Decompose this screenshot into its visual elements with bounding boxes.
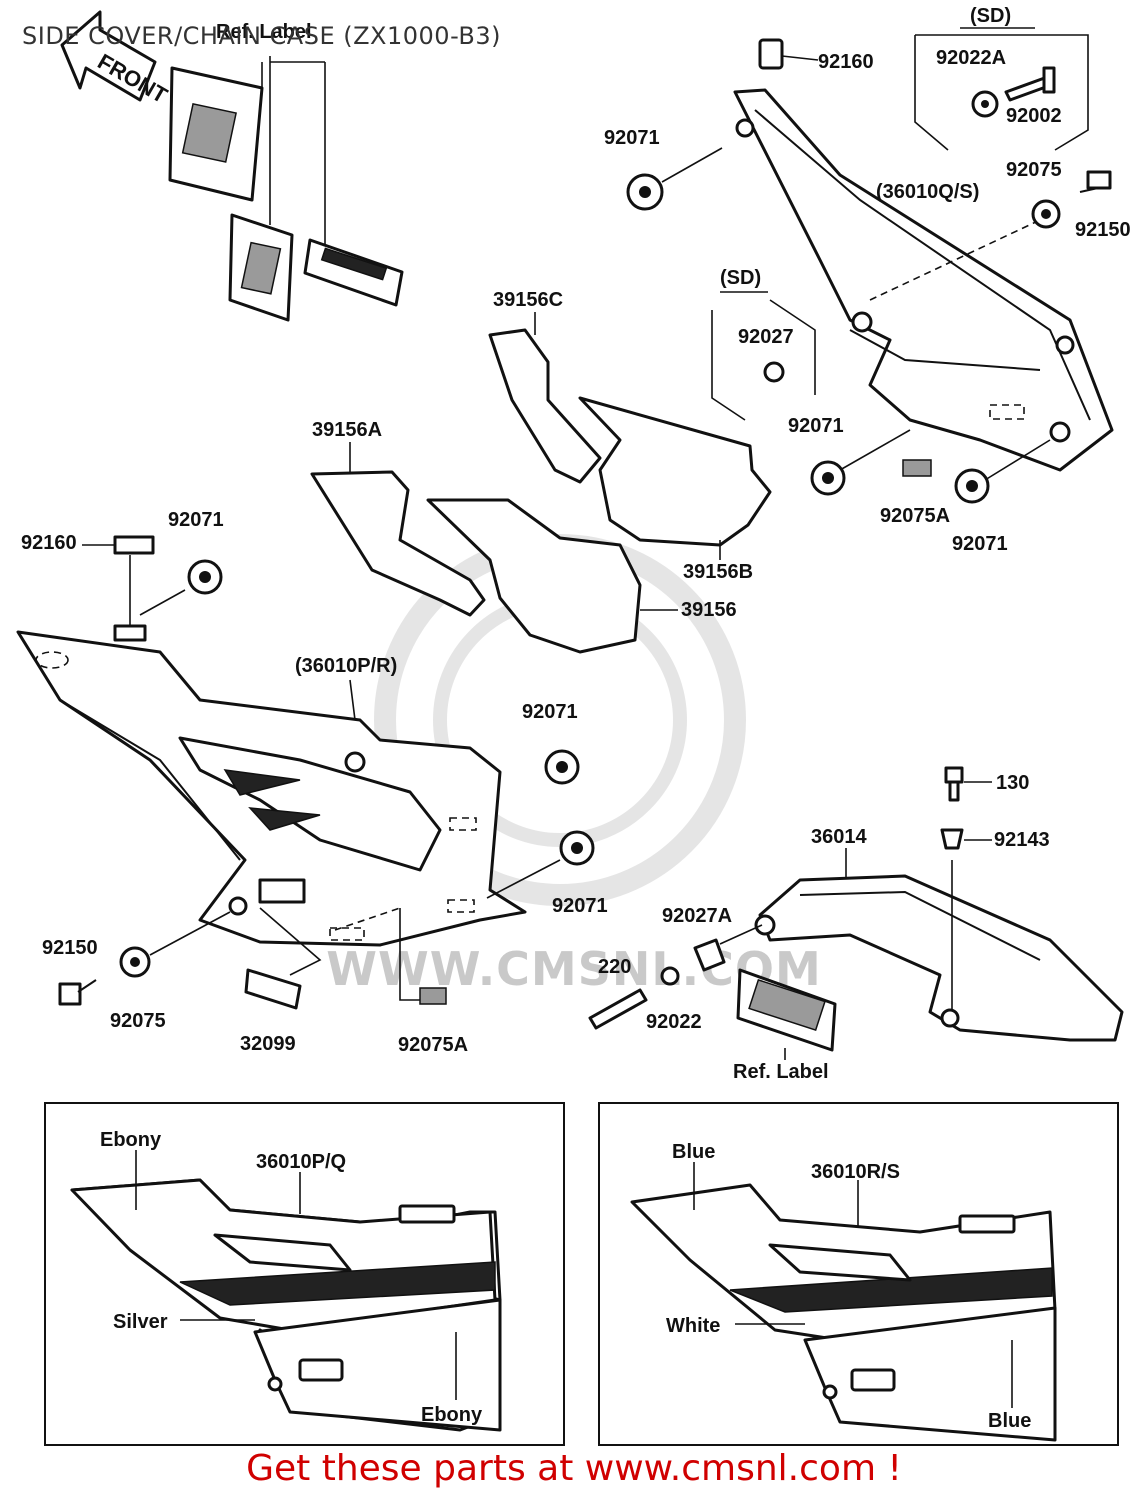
part-92075a-top: 92075A xyxy=(880,505,950,527)
inset-left-color-bottom: Ebony xyxy=(421,1404,483,1426)
side-cover-left-part xyxy=(16,535,561,1001)
part-36014: 36014 xyxy=(811,826,867,848)
part-92150-top: 92150 xyxy=(1075,219,1131,241)
inset-right-part-no: 36010R/S xyxy=(811,1161,900,1183)
part-92022: 92022 xyxy=(646,1011,702,1033)
part-92027: 92027 xyxy=(738,326,794,348)
ref-label-top: Ref. Label xyxy=(216,21,312,43)
part-92022a: 92022A xyxy=(936,47,1006,69)
inset-left-color-top: Ebony xyxy=(100,1129,162,1151)
part-92075a-bottom: 92075A xyxy=(398,1034,468,1056)
diagram-title: SIDE COVER/CHAIN CASE (ZX1000-B3) xyxy=(22,22,501,50)
part-92075-bottom: 92075 xyxy=(110,1010,166,1032)
inset-right-color-bottom: Blue xyxy=(988,1410,1031,1432)
part-92071-d: 92071 xyxy=(168,509,224,531)
color-inset-right xyxy=(598,1102,1119,1446)
footer-link[interactable]: Get these parts at www.cmsnl.com ! xyxy=(246,1448,902,1489)
part-92071-c: 92071 xyxy=(952,533,1008,555)
color-inset-left xyxy=(44,1102,565,1446)
ref-label-bottom: Ref. Label xyxy=(733,1061,829,1083)
part-92143: 92143 xyxy=(994,829,1050,851)
inset-right-color-top: Blue xyxy=(672,1141,715,1163)
part-92071-a: 92071 xyxy=(604,127,660,149)
ref-label-decals xyxy=(168,56,404,322)
part-92071-e: 92071 xyxy=(522,701,578,723)
part-92160-top: 92160 xyxy=(818,51,874,73)
side-cover-right-part xyxy=(661,38,1114,481)
inset-left-color-mid: Silver xyxy=(113,1311,168,1333)
part-92075-top: 92075 xyxy=(1006,159,1062,181)
part-39156c: 39156C xyxy=(493,289,563,311)
part-39156: 39156 xyxy=(681,599,737,621)
sd-label-1: (SD) xyxy=(970,5,1011,27)
inset-right-color-mid: White xyxy=(666,1315,720,1337)
part-220: 220 xyxy=(598,956,631,978)
chain-guard-part xyxy=(588,766,1124,1060)
part-36010pr: (36010P/R) xyxy=(295,655,397,677)
sd-bolt-group xyxy=(914,27,1089,151)
part-130: 130 xyxy=(996,772,1029,794)
part-32099: 32099 xyxy=(240,1033,296,1055)
part-92150-bottom: 92150 xyxy=(42,937,98,959)
part-39156b: 39156B xyxy=(683,561,753,583)
inset-left-part-no: 36010P/Q xyxy=(256,1151,346,1173)
part-92160-left: 92160 xyxy=(21,532,77,554)
pads-group xyxy=(310,328,772,654)
part-92071-f: 92071 xyxy=(552,895,608,917)
part-36010qs: (36010Q/S) xyxy=(876,181,979,203)
grommets-top-right xyxy=(626,170,1112,504)
part-39156a: 39156A xyxy=(312,419,382,441)
part-92002: 92002 xyxy=(1006,105,1062,127)
part-92071-b: 92071 xyxy=(788,415,844,437)
part-92027a: 92027A xyxy=(662,905,732,927)
sd-collar-group xyxy=(711,291,816,421)
sd-label-2: (SD) xyxy=(720,267,761,289)
grommets-left xyxy=(58,559,595,1010)
